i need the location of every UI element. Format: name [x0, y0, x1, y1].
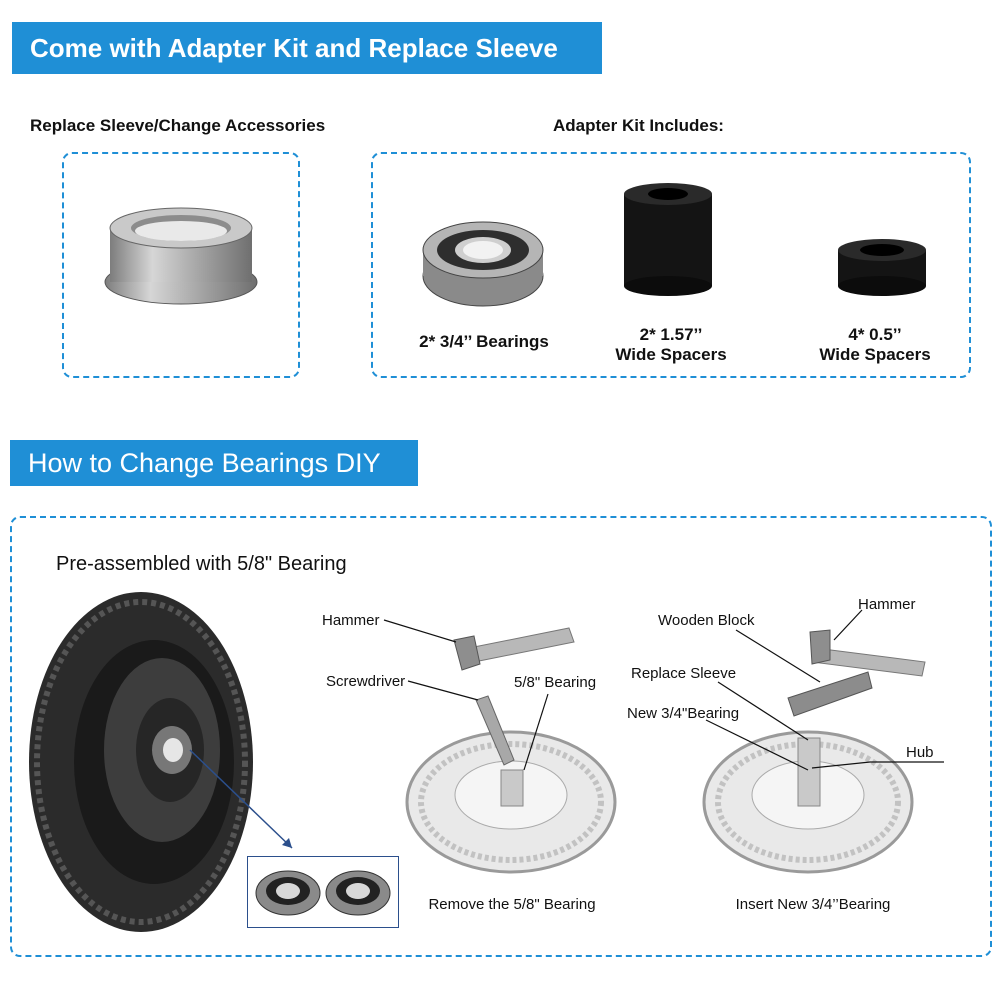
replace-sleeve-image	[104, 207, 258, 305]
kit-box	[371, 152, 971, 378]
callout-bearing-step1: 5/8" Bearing	[514, 674, 597, 691]
callout-hub: Hub	[906, 744, 934, 761]
callout-new-bearing: New 3/4"Bearing	[627, 705, 740, 722]
section-banner-diy: How to Change Bearings DIY	[10, 440, 418, 486]
callout-replace-sleeve: Replace Sleeve	[631, 665, 737, 682]
section-title: How to Change Bearings DIY	[28, 447, 381, 478]
wheel-image	[29, 592, 253, 932]
inset-bearings	[247, 856, 399, 928]
diy-box	[10, 516, 992, 957]
kit-label: Adapter Kit Includes:	[553, 116, 724, 135]
tall-spacer-caption: 2* 1.57’’ Wide Spacers	[596, 325, 746, 365]
tall-spacer-caption-line2: Wide Spacers	[615, 345, 727, 364]
callout-hammer-step1: Hammer	[322, 612, 380, 629]
short-spacer-caption: 4* 0.5’’ Wide Spacers	[800, 325, 950, 365]
sleeve-label: Replace Sleeve/Change Accessories	[30, 116, 326, 135]
bearing-caption-line1: 2* 3/4’’ Bearings	[419, 332, 549, 351]
tall-spacer-caption-line1: 2* 1.57’’	[639, 325, 703, 344]
insert-bearing-illustration	[702, 629, 926, 874]
tall-spacer-image	[624, 183, 712, 296]
callout-screwdriver: Screwdriver	[326, 673, 406, 690]
inset-bearings-image	[255, 870, 391, 916]
step2-caption: Insert New 3/4’’Bearing	[735, 896, 891, 913]
bearing-caption: 2* 3/4’’ Bearings	[400, 332, 568, 352]
callout-hammer-step2: Hammer	[858, 596, 916, 613]
callout-wooden-block: Wooden Block	[658, 612, 755, 629]
remove-bearing-illustration	[405, 627, 617, 874]
short-spacer-caption-line2: Wide Spacers	[819, 345, 931, 364]
bearing-image	[422, 221, 544, 307]
sleeve-box	[62, 152, 300, 378]
preassembled-label: Pre-assembled with 5/8" Bearing	[56, 553, 347, 575]
short-spacer-image	[838, 239, 926, 296]
section-banner-adapter-kit: Come with Adapter Kit and Replace Sleeve	[12, 22, 602, 74]
short-spacer-caption-line1: 4* 0.5’’	[848, 325, 902, 344]
step1-caption: Remove the 5/8" Bearing	[428, 896, 596, 913]
section-title: Come with Adapter Kit and Replace Sleeve	[30, 32, 558, 63]
